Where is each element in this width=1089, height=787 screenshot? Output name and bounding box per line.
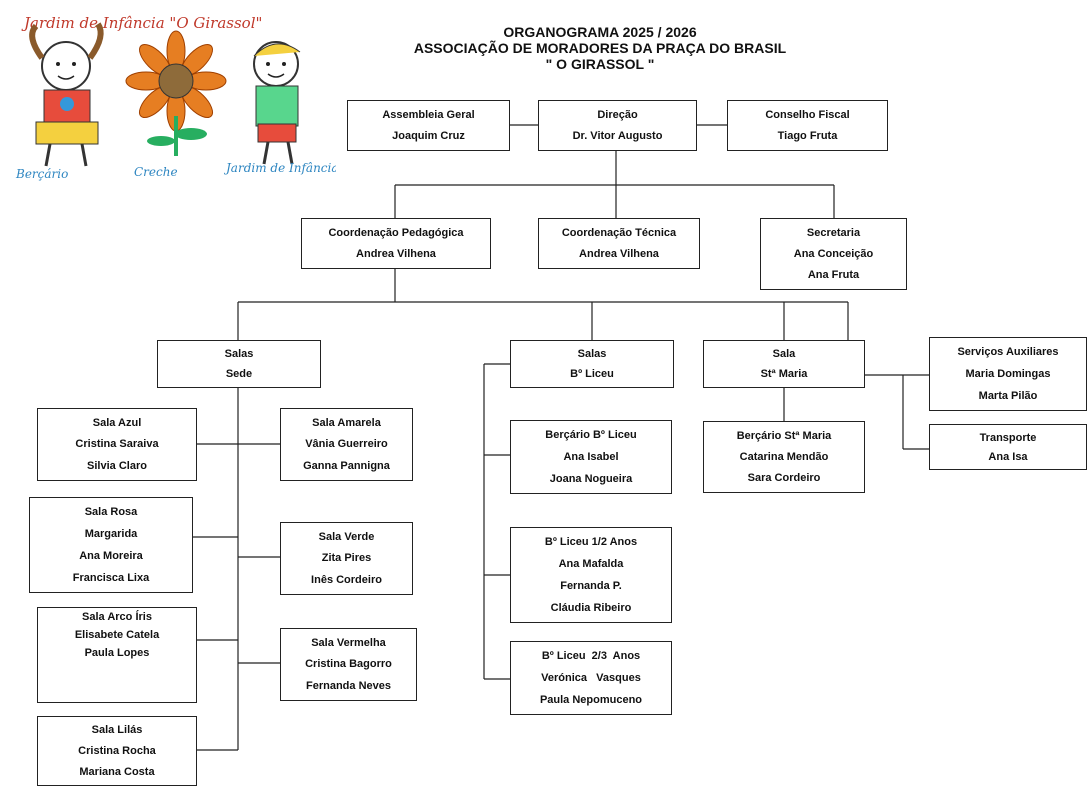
node-subtitle: Sede (225, 368, 253, 380)
node-member: Paula Lopes (84, 647, 150, 659)
boy-illustration (253, 41, 301, 165)
logo-bottom-mid: Creche (134, 165, 178, 179)
node-transporte: Transporte Ana Isa (929, 424, 1087, 470)
node-member: Verónica Vasques (541, 672, 641, 684)
node-sala-arco-iris: Sala Arco Íris Elisabete Catela Paula Lo… (37, 607, 197, 703)
node-coordenacao-tecnica: Coordenação Técnica Andrea Vilhena (538, 218, 700, 269)
node-assembleia-geral: Assembleia Geral Joaquim Cruz (347, 100, 510, 151)
node-member: Sara Cordeiro (747, 472, 821, 485)
node-member: Inês Cordeiro (311, 574, 382, 587)
node-member: Mariana Costa (79, 765, 155, 778)
node-coordenacao-pedagogica: Coordenação Pedagógica Andrea Vilhena (301, 218, 491, 269)
title-line-2: ASSOCIAÇÃO DE MORADORES DA PRAÇA DO BRAS… (413, 40, 787, 56)
node-member: Catarina Mendão (739, 450, 829, 463)
logo-bottom-right: Jardim de Infância (223, 161, 336, 175)
node-member: Cristina Bagorro (305, 658, 392, 671)
node-member: Ana Fruta (807, 269, 860, 282)
node-title: Conselho Fiscal (765, 108, 850, 121)
node-sala-st-maria: Sala Stª Maria (703, 340, 865, 388)
node-member: Ganna Pannigna (303, 460, 390, 473)
node-title: Salas (224, 348, 254, 360)
node-sala-rosa: Sala Rosa Margarida Ana Moreira Francisc… (29, 497, 193, 593)
node-member: Joana Nogueira (549, 473, 633, 485)
node-title: Berçário Stª Maria (736, 429, 832, 442)
node-bercario-liceu: Berçário Bº Liceu Ana Isabel Joana Nogue… (510, 420, 672, 494)
node-title: Secretaria (806, 226, 861, 239)
node-title: Sala Rosa (84, 506, 138, 518)
node-member: Cristina Saraiva (75, 438, 159, 451)
node-sala-vermelha: Sala Vermelha Cristina Bagorro Fernanda … (280, 628, 417, 701)
node-sala-amarela: Sala Amarela Vânia Guerreiro Ganna Panni… (280, 408, 413, 481)
node-title: Salas (577, 348, 607, 360)
node-member: Vânia Guerreiro (305, 438, 388, 451)
node-subtitle: Bº Liceu (570, 368, 614, 380)
girl-illustration (29, 22, 104, 167)
title-line-1: ORGANOGRAMA 2025 / 2026 (503, 24, 697, 40)
node-title: Sala Lilás (91, 724, 143, 737)
node-member: Cristina Rocha (78, 744, 156, 757)
node-member: Paula Nepomuceno (539, 694, 643, 706)
node-sala-lilas: Sala Lilás Cristina Rocha Mariana Costa (37, 716, 197, 786)
node-title: Berçário Bº Liceu (545, 429, 637, 441)
kindergarten-logo: Jardim de Infância "O Girassol" (6, 6, 339, 186)
node-title: Bº Liceu 1/2 Anos (544, 536, 638, 548)
node-direcao: Direção Dr. Vitor Augusto (538, 100, 697, 151)
node-title: Direção (597, 108, 638, 121)
node-salas-sede: Salas Sede (157, 340, 321, 388)
node-member: Elisabete Catela (74, 629, 160, 641)
node-member: Ana Conceição (793, 247, 874, 260)
logo-bottom-left: Berçário (15, 167, 68, 181)
node-member: Ana Isa (988, 450, 1028, 463)
node-secretaria: Secretaria Ana Conceição Ana Fruta (760, 218, 907, 290)
node-conselho-fiscal: Conselho Fiscal Tiago Fruta (727, 100, 888, 151)
node-member: Francisca Lixa (72, 572, 150, 584)
node-member: Fernanda Neves (306, 680, 391, 693)
node-title: Sala Vermelha (311, 636, 386, 649)
logo-top-text: Jardim de Infância "O Girassol" (21, 14, 262, 32)
node-title: Sala Amarela (312, 416, 381, 429)
node-member: Tiago Fruta (777, 130, 838, 143)
node-member: Andrea Vilhena (579, 248, 659, 261)
node-member: Silvia Claro (87, 460, 147, 473)
node-member: Marta Pilão (978, 390, 1038, 402)
node-member: Andrea Vilhena (356, 248, 436, 261)
node-title: Sala Arco Íris (82, 611, 152, 623)
node-servicos-auxiliares: Serviços Auxiliares Maria Domingas Marta… (929, 337, 1087, 411)
node-member: Joaquim Cruz (392, 130, 465, 143)
node-member: Maria Domingas (965, 368, 1051, 380)
node-sala-azul: Sala Azul Cristina Saraiva Silvia Claro (37, 408, 197, 481)
node-member: Dr. Vitor Augusto (572, 130, 663, 143)
node-subtitle: Stª Maria (760, 368, 808, 380)
node-member: Zita Pires (321, 552, 372, 565)
node-member: Ana Moreira (79, 550, 143, 562)
node-title: Bº Liceu 2/3 Anos (541, 650, 641, 662)
node-title: Assembleia Geral (382, 108, 475, 121)
node-title: Transporte (979, 431, 1037, 444)
sunflower-illustration (125, 30, 227, 156)
node-title: Serviços Auxiliares (957, 346, 1059, 358)
node-title: Coordenação Técnica (561, 226, 677, 239)
node-member: Fernanda P. (560, 580, 622, 592)
node-member: Margarida (84, 528, 138, 540)
node-member: Cláudia Ribeiro (550, 602, 632, 614)
node-title: Sala Azul (92, 416, 142, 429)
node-member: Ana Mafalda (558, 558, 624, 570)
title-line-3: " O GIRASSOL " (545, 56, 655, 72)
node-member: Ana Isabel (563, 451, 619, 463)
node-liceu-1-2-anos: Bº Liceu 1/2 Anos Ana Mafalda Fernanda P… (510, 527, 672, 623)
node-title: Sala Verde (318, 530, 375, 543)
node-title: Coordenação Pedagógica (328, 226, 464, 239)
node-title: Sala (772, 348, 796, 360)
node-salas-liceu: Salas Bº Liceu (510, 340, 674, 388)
node-sala-verde: Sala Verde Zita Pires Inês Cordeiro (280, 522, 413, 595)
node-bercario-st-maria: Berçário Stª Maria Catarina Mendão Sara … (703, 421, 865, 493)
node-liceu-2-3-anos: Bº Liceu 2/3 Anos Verónica Vasques Paula… (510, 641, 672, 715)
